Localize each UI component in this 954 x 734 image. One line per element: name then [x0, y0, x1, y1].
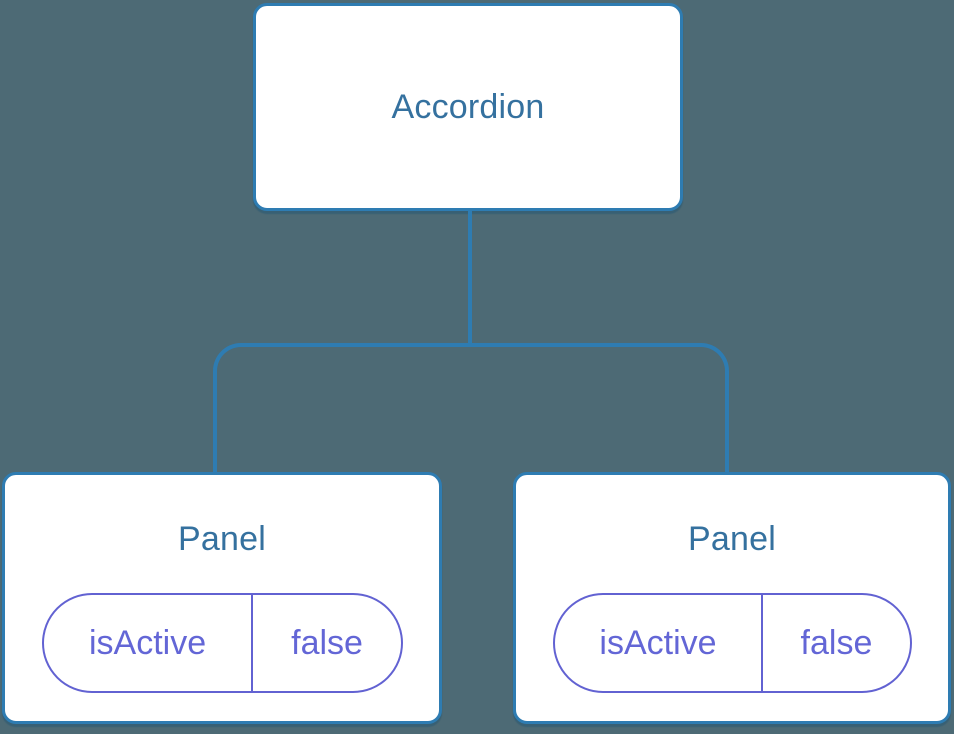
- state-pill: isActive false: [553, 593, 912, 693]
- connector-stem: [468, 209, 472, 345]
- state-value-cell: false: [800, 623, 873, 662]
- panel-node-left: Panel isActive false: [2, 472, 442, 724]
- accordion-node: Accordion: [253, 3, 683, 211]
- state-key-cell: isActive: [44, 595, 254, 691]
- connector-bracket: [213, 343, 729, 472]
- panel-node-label: Panel: [178, 520, 266, 558]
- state-key-cell: isActive: [555, 595, 763, 691]
- state-value-cell: false: [291, 623, 363, 662]
- panel-node-right: Panel isActive false: [513, 472, 951, 724]
- panel-node-label: Panel: [688, 520, 776, 558]
- accordion-node-label: Accordion: [391, 88, 545, 126]
- state-pill: isActive false: [42, 593, 403, 693]
